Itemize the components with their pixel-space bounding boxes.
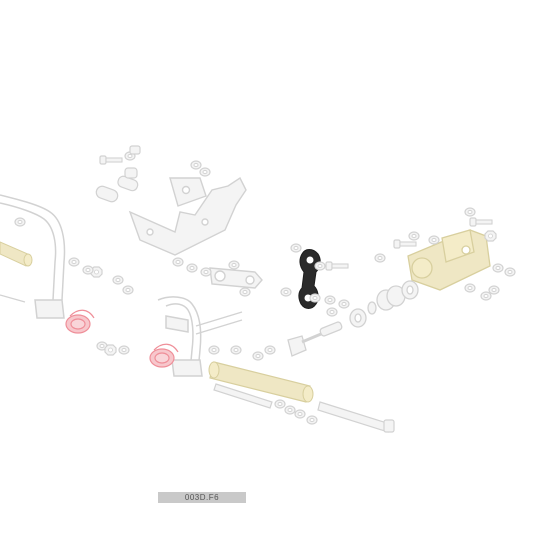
left-spring <box>65 309 95 334</box>
right-pedal-frame <box>157 296 243 377</box>
left-gold-rod <box>0 241 33 267</box>
right-spring <box>149 343 179 368</box>
left-pedal-frame <box>0 194 66 319</box>
gold-shaft <box>208 361 314 403</box>
part-code-label: 003D.F6 <box>158 492 246 503</box>
piston-assembly <box>349 280 419 328</box>
mount-bracket <box>128 176 247 256</box>
rod-end <box>287 299 350 357</box>
bracket-bolts <box>95 145 211 203</box>
left-hardware <box>14 217 134 356</box>
master-cylinder <box>407 229 491 291</box>
long-axle-rods <box>213 383 395 433</box>
shift-lever <box>209 267 263 289</box>
